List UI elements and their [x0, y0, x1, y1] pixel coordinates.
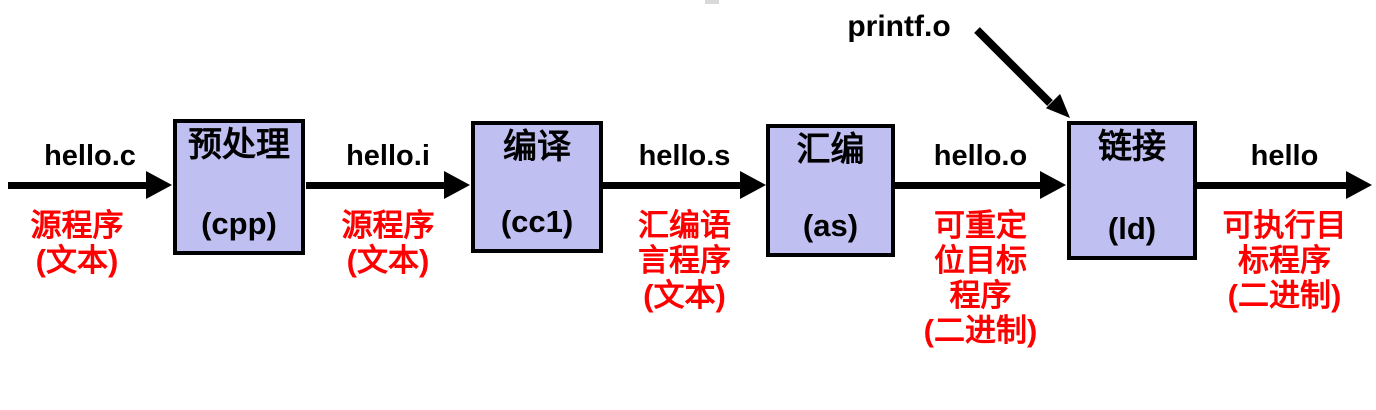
screen-edge-artifact: [705, 0, 719, 4]
flow-desc: 源程序 (文本): [286, 208, 490, 278]
flow-hello-o: hello.o 可重定 位目标 程序 (二进制): [895, 140, 1066, 380]
arrowhead-icon: [1346, 171, 1372, 199]
file-label: hello: [1250, 140, 1319, 172]
arrowhead-icon: [146, 171, 172, 199]
stage-tool-label: (cpp): [201, 206, 277, 241]
desc-line: (二进制): [923, 313, 1038, 348]
desc-line: (文本): [35, 243, 119, 278]
stage-name-label: 编译: [503, 128, 571, 166]
desc-line: 可执行目: [1222, 208, 1347, 243]
flow-desc: 可重定 位目标 程序 (二进制): [875, 208, 1086, 348]
stage-name-label: 汇编: [796, 131, 865, 169]
stage-box-assemble: 汇编 (as): [766, 124, 895, 257]
desc-line: 汇编语: [638, 208, 731, 243]
flow-arrow: [603, 182, 750, 189]
flow-arrow: [306, 182, 454, 189]
desc-line: 程序: [949, 278, 1012, 313]
file-label: hello.i: [346, 140, 430, 172]
flow-arrow: [1197, 182, 1356, 189]
flow-desc: 源程序 (文本): [0, 208, 179, 278]
flow-hello-c: hello.c 源程序 (文本): [8, 140, 172, 380]
desc-line: 源程序: [341, 208, 435, 243]
desc-line: 源程序: [30, 208, 124, 243]
file-label: hello.s: [638, 140, 731, 172]
desc-line: 可重定: [934, 208, 1027, 243]
arrowhead-icon: [1040, 171, 1066, 199]
stage-name-label: 预处理: [188, 126, 290, 164]
stage-box-link: 链接 (ld): [1067, 121, 1197, 260]
stage-tool-label: (as): [802, 208, 859, 243]
flow-desc: 可执行目 标程序 (二进制): [1177, 208, 1376, 313]
desc-line: 位目标: [934, 243, 1027, 278]
desc-line: (二进制): [1227, 278, 1342, 313]
stage-name-label: 链接: [1098, 128, 1166, 166]
flow-arrow: [895, 182, 1050, 189]
arrowhead-icon: [444, 171, 470, 199]
stage-box-compile: 编译 (cc1): [471, 121, 603, 253]
flow-arrow: [8, 182, 156, 189]
flow-desc: 汇编语 言程序 (文本): [583, 208, 786, 313]
desc-line: 标程序: [1238, 243, 1331, 278]
desc-line: 言程序: [638, 243, 731, 278]
desc-line: (文本): [643, 278, 726, 313]
printf-o-arrow-icon: [974, 27, 1070, 118]
stage-tool-label: (cc1): [500, 204, 574, 239]
printf-o-label: printf.o: [847, 10, 951, 43]
file-label: hello.o: [933, 140, 1028, 172]
desc-line: (文本): [346, 243, 430, 278]
flow-hello-s: hello.s 汇编语 言程序 (文本): [603, 140, 766, 380]
flow-hello-i: hello.i 源程序 (文本): [306, 140, 470, 380]
stage-box-preprocess: 预处理 (cpp): [173, 119, 305, 255]
arrowhead-icon: [740, 171, 766, 199]
file-label: hello.c: [44, 140, 136, 172]
stage-tool-label: (ld): [1107, 211, 1157, 246]
flow-hello: hello 可执行目 标程序 (二进制): [1197, 140, 1372, 380]
